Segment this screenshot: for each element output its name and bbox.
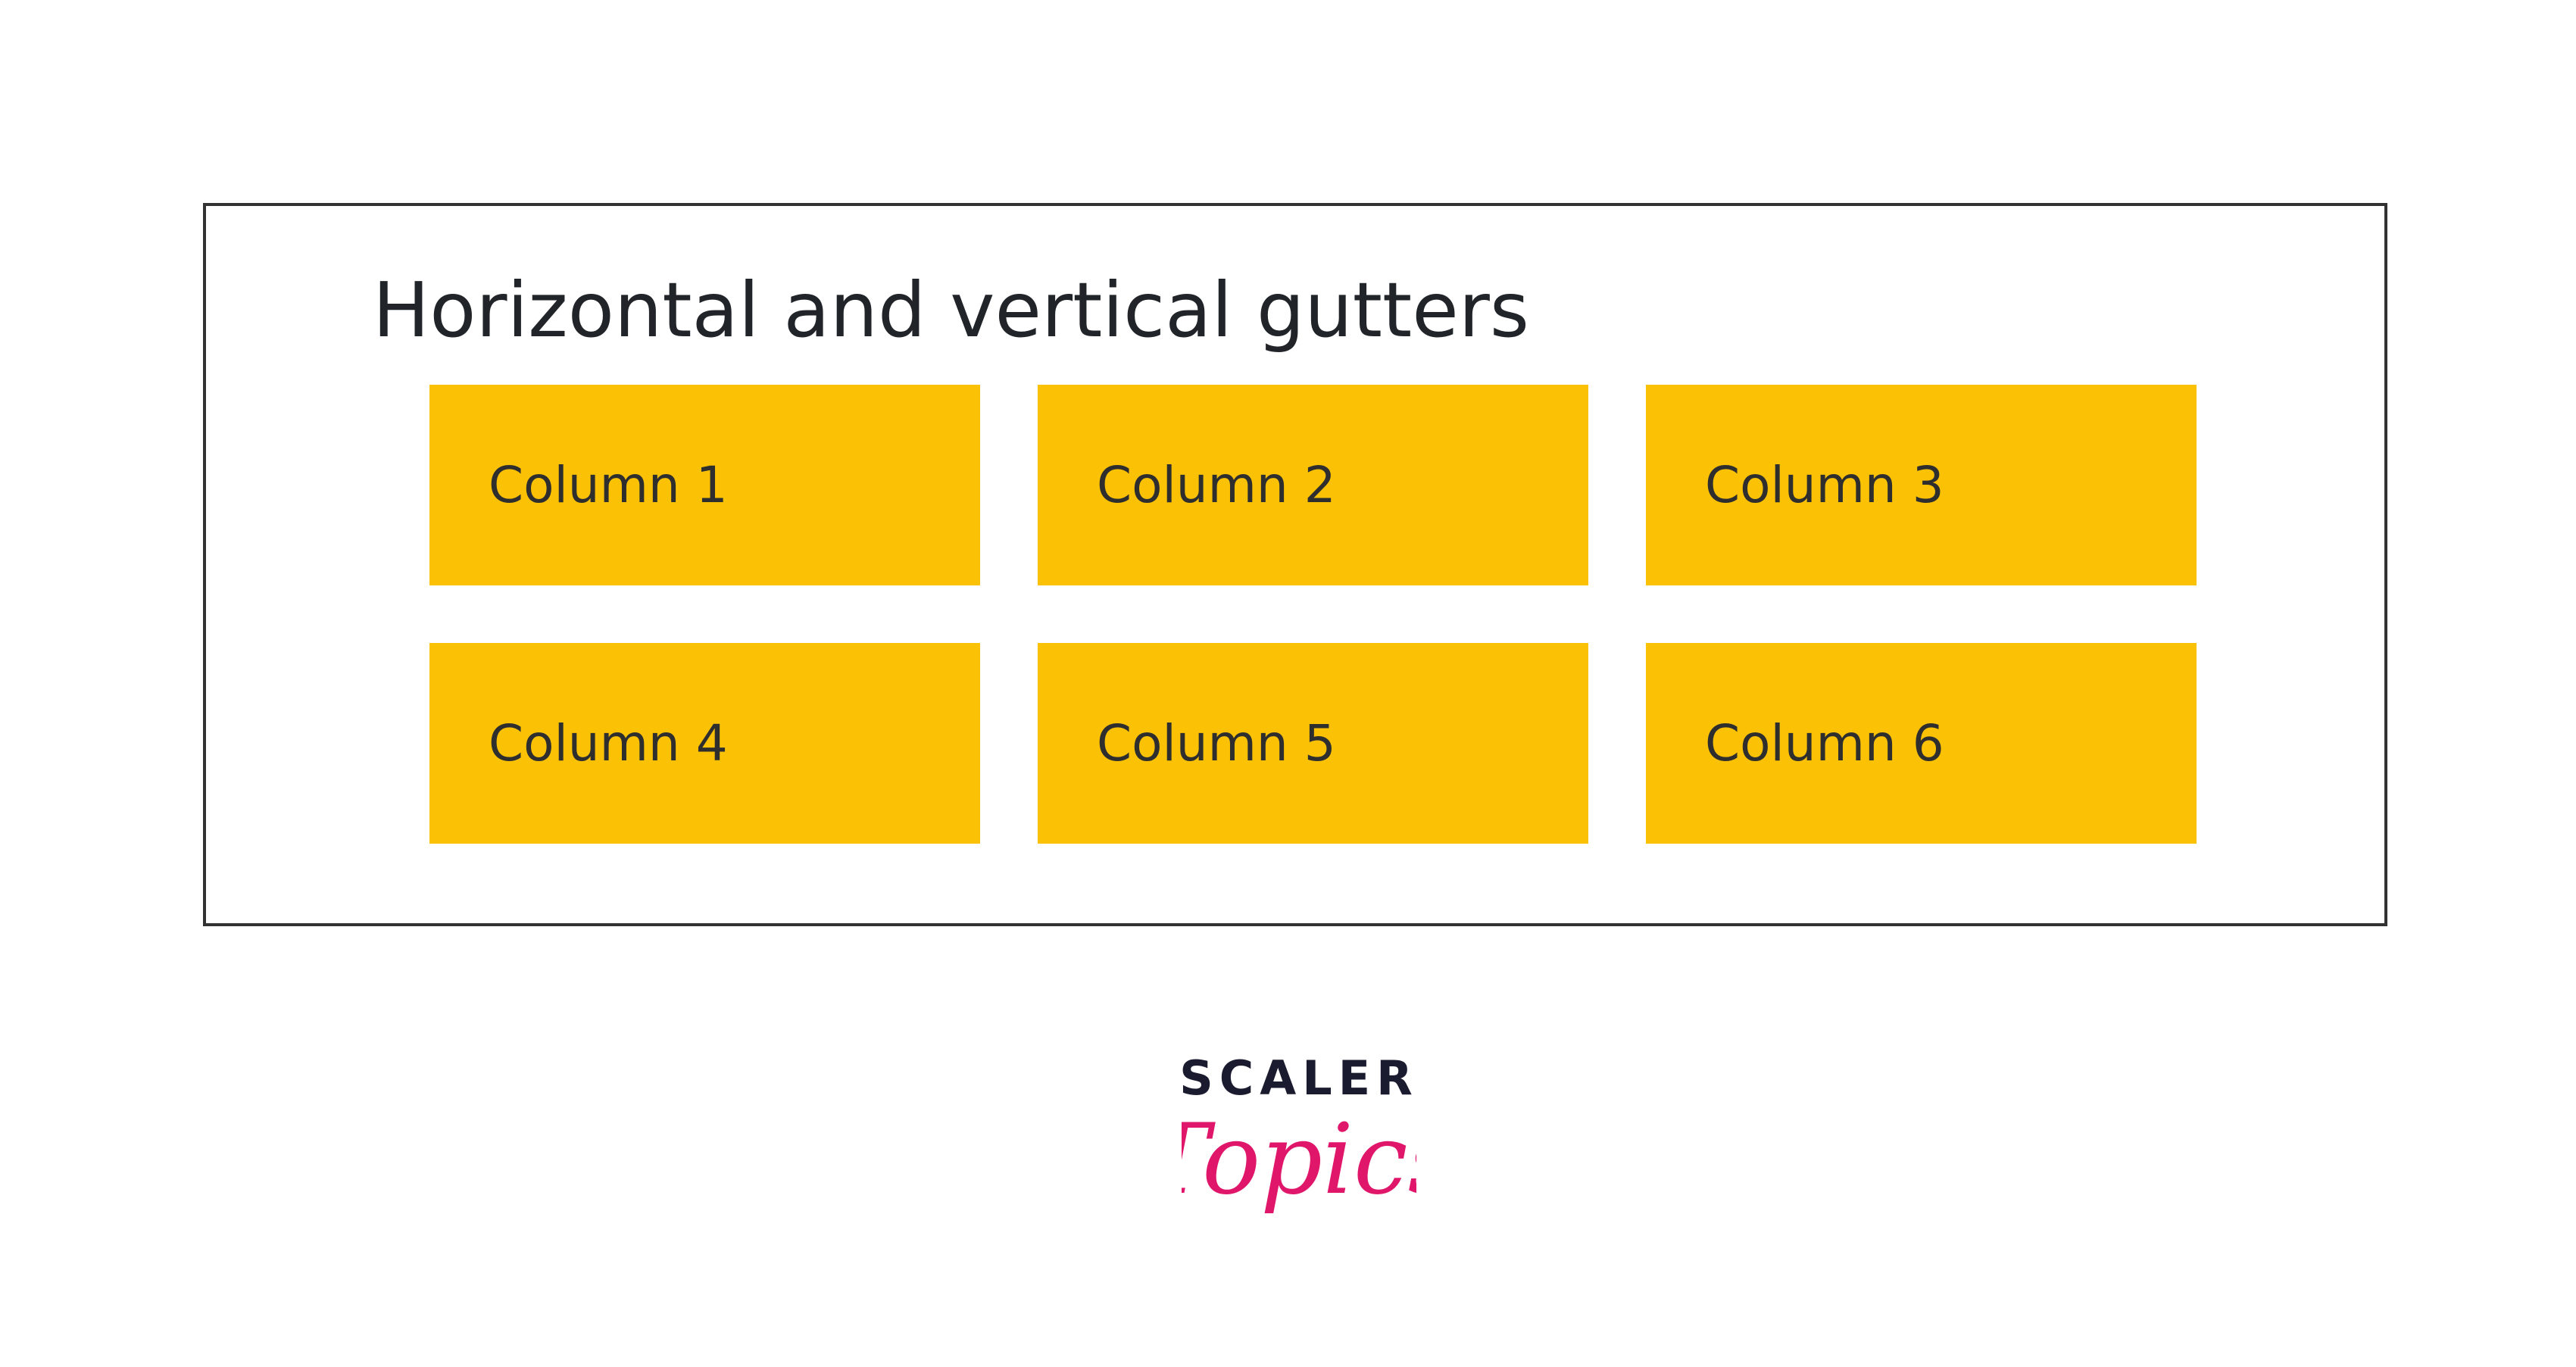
column-label: Column 1 [489,455,728,514]
column-box-6: Column 6 [1646,643,2197,844]
brand-tagline: Topics [1182,1103,1416,1216]
page-title: Horizontal and vertical gutters [373,266,1529,354]
column-label: Column 5 [1097,713,1336,772]
column-box-2: Column 2 [1038,385,1588,585]
column-label: Column 4 [489,713,728,772]
column-box-4: Column 4 [429,643,980,844]
column-label: Column 2 [1097,455,1336,514]
column-box-1: Column 1 [429,385,980,585]
column-label: Column 6 [1705,713,1944,772]
column-box-3: Column 3 [1646,385,2197,585]
brand-name: SCALER [1182,1050,1416,1106]
column-box-5: Column 5 [1038,643,1588,844]
scaler-topics-logo: SCALER Topics [1182,1050,1416,1216]
column-label: Column 3 [1705,455,1944,514]
